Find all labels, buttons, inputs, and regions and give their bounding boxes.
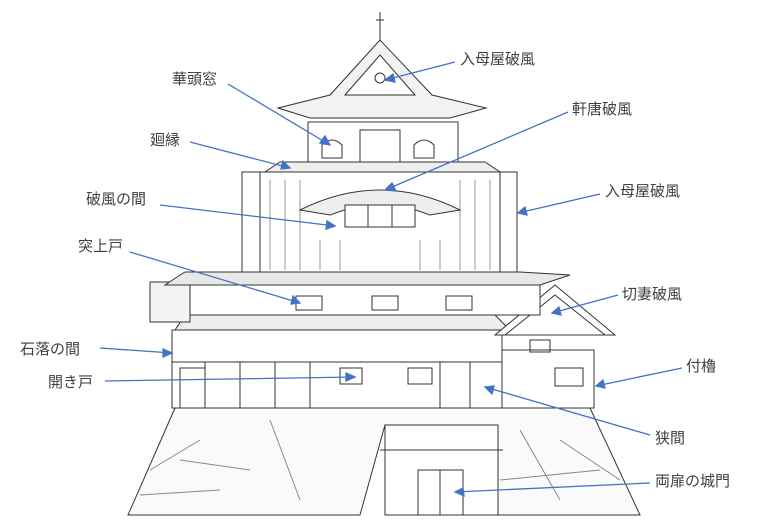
label-tsukeyagura: 付櫓 bbox=[686, 357, 717, 375]
label-irimoya-hafu-right: 入母屋破風 bbox=[605, 182, 681, 200]
label-irimoya-hafu-top: 入母屋破風 bbox=[460, 50, 536, 68]
leader-arrows bbox=[99, 61, 683, 498]
label-kirizuma-hafu: 切妻破風 bbox=[622, 285, 683, 303]
label-hafu-no-ma: 破風の間 bbox=[86, 190, 147, 208]
label-katomado: 華頭窓 bbox=[172, 70, 218, 88]
label-nokikara-hafu: 軒唐破風 bbox=[572, 100, 633, 118]
label-tsukiagedo: 突上戸 bbox=[78, 237, 124, 255]
label-ryotobira-jomon: 両扉の城門 bbox=[655, 472, 731, 490]
label-hirakido: 開き戸 bbox=[48, 373, 94, 391]
label-mawaribuchi: 廻縁 bbox=[150, 131, 181, 149]
label-sama: 狭間 bbox=[655, 429, 686, 447]
label-ishiotoshi-no-ma: 石落の間 bbox=[20, 340, 81, 358]
